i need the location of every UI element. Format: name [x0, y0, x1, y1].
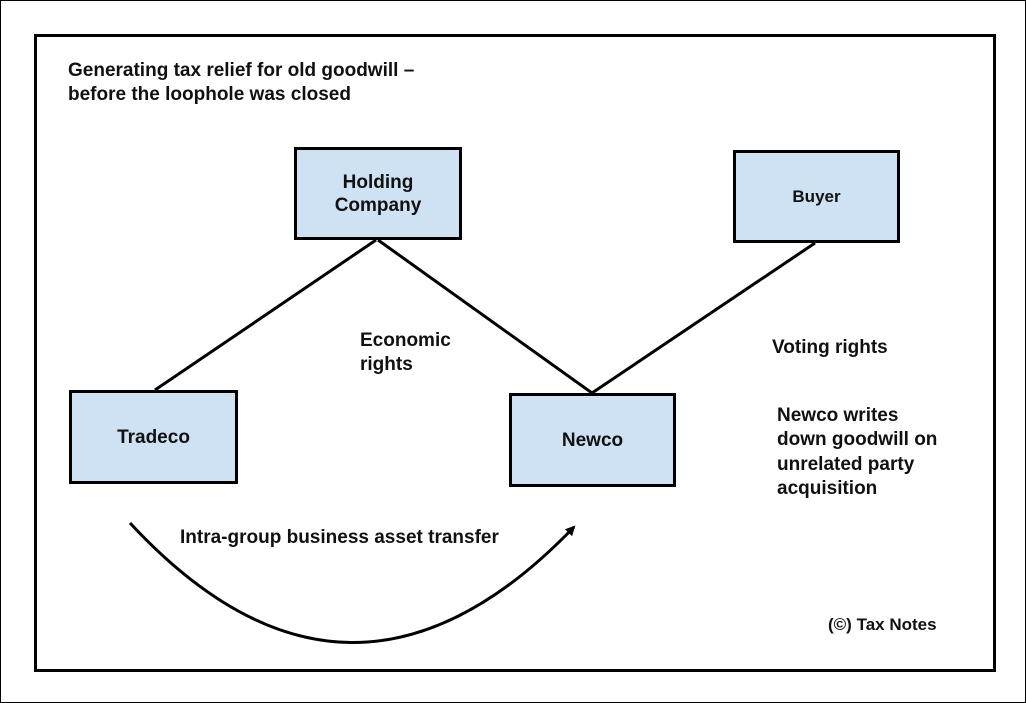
newco-label: Newco — [561, 429, 624, 451]
tradeco-node: Tradeco — [69, 390, 238, 484]
voting-rights-label: Voting rights — [772, 337, 888, 358]
holding-company-label-line-1: Holding — [342, 171, 414, 193]
economic-rights-label-line-1: Economic — [360, 330, 451, 351]
goodwill-note-line-4: acquisition — [777, 478, 878, 499]
diagram-title-line-2: before the loophole was closed — [68, 84, 351, 105]
goodwill-note-line-1: Newco writes — [777, 405, 899, 426]
tradeco-label: Tradeco — [117, 426, 190, 448]
asset-transfer-label: Intra-group business asset transfer — [180, 527, 499, 548]
newco-node: Newco — [509, 393, 676, 487]
buyer-node: Buyer — [733, 150, 900, 243]
holding-newco-connector — [377, 238, 593, 395]
diagram-frame — [34, 34, 996, 672]
holding-company-node: Holding Company — [294, 147, 462, 240]
holding-company-label-line-2: Company — [334, 194, 422, 216]
diagram-title-line-1: Generating tax relief for old goodwill – — [68, 60, 415, 81]
goodwill-note-line-3: unrelated party — [777, 454, 915, 475]
asset-transfer-arrow — [128, 521, 576, 644]
goodwill-note-line-2: down goodwill on — [777, 429, 938, 450]
copyright-notice: (©) Tax Notes — [828, 615, 937, 634]
holding-tradeco-connector — [154, 238, 377, 392]
economic-rights-label-line-2: rights — [360, 354, 413, 375]
buyer-label: Buyer — [792, 187, 841, 206]
buyer-newco-connector — [591, 241, 816, 395]
